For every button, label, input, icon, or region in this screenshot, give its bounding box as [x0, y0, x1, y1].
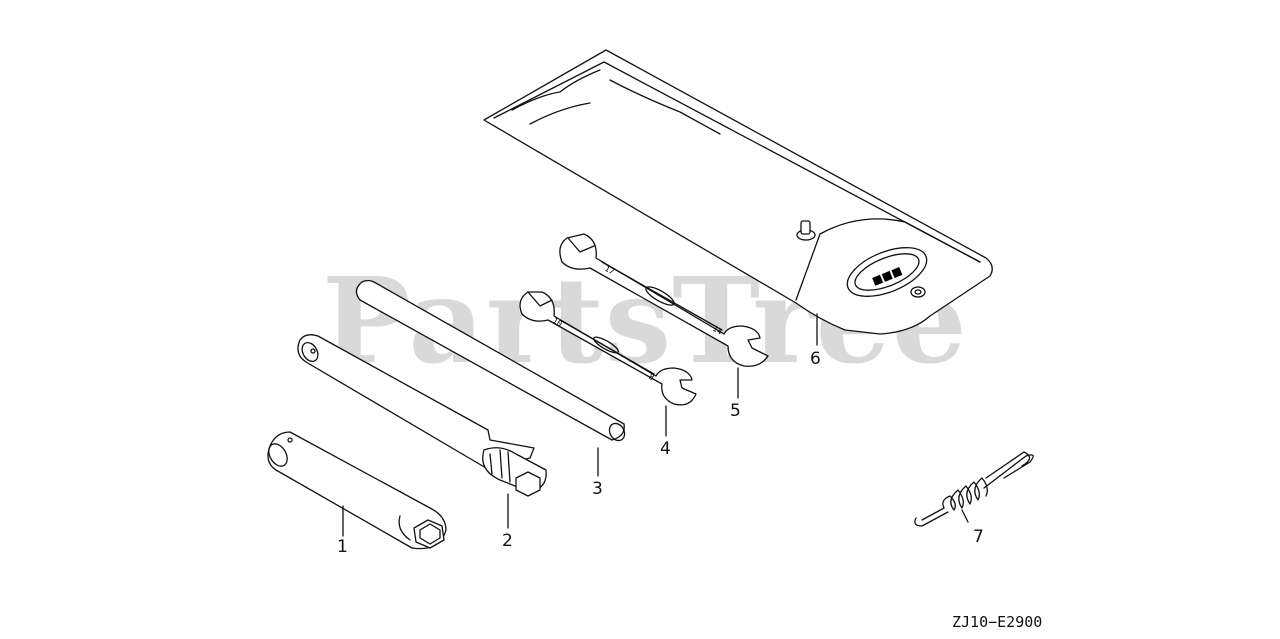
svg-text:17: 17	[603, 264, 616, 277]
callouts: 1 2 3 4 5 6 7	[337, 349, 984, 557]
part-5-wrench: 17 14	[559, 233, 769, 399]
diagram-code: ZJ10−E2900	[952, 613, 1042, 631]
svg-text:14: 14	[711, 324, 724, 337]
part-2-plug-wrench	[297, 334, 547, 529]
callout-1: 1	[337, 537, 348, 557]
part-1-box-wrench	[267, 431, 447, 550]
callout-5: 5	[730, 401, 741, 421]
part-3-handle-bar	[355, 279, 626, 477]
svg-text:10: 10	[551, 316, 564, 329]
callout-6: 6	[810, 349, 821, 369]
callout-4: 4	[660, 439, 671, 459]
callout-7: 7	[973, 527, 984, 547]
callout-2: 2	[502, 531, 513, 551]
part-4-wrench: 10 8	[519, 291, 697, 437]
part-7-spring	[914, 451, 1034, 527]
callout-3: 3	[592, 479, 603, 499]
part-6-tool-bag: ■■■	[483, 49, 993, 346]
svg-text:8: 8	[647, 372, 656, 382]
